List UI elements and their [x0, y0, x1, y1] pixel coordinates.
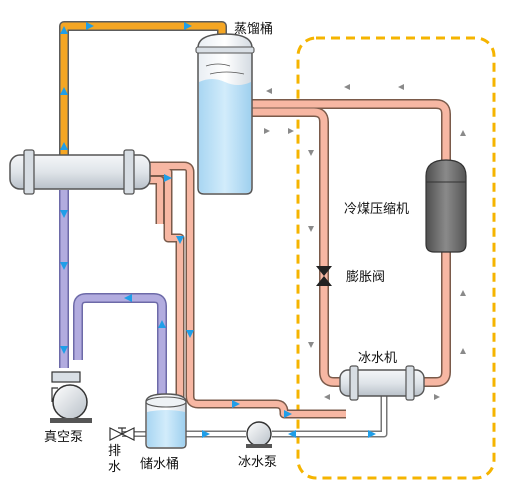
storage-tank	[145, 393, 187, 449]
flow-arrow-icon	[60, 262, 68, 270]
refrigerant-arrow-icon	[324, 394, 330, 400]
flow-arrow-icon	[176, 236, 184, 244]
refrigerant-arrow-icon	[264, 128, 270, 134]
flow-arrow-icon	[288, 430, 296, 438]
refrigerant-arrow-icon	[308, 342, 314, 348]
expansion-valve	[316, 266, 332, 286]
flow-arrow-icon	[202, 430, 210, 438]
refrigerant-arrow-icon	[344, 84, 350, 90]
flow-arrow-icon	[368, 430, 376, 438]
storage-tank-label: 储水桶	[140, 457, 179, 472]
drain-label-line2: 水	[108, 460, 121, 475]
refrigerant-arrow-icon	[308, 150, 314, 156]
chilled-water-pump	[246, 421, 272, 448]
chiller	[339, 365, 425, 401]
flow-arrow-icon	[164, 174, 172, 182]
flow-arrow-icon	[60, 142, 68, 150]
chilled-water-pump-label: 冰水泵	[238, 455, 277, 470]
compressor-label: 冷煤压缩机	[344, 201, 409, 217]
refrigeration-boundary	[296, 36, 496, 480]
refrigerant-arrow-icon	[434, 394, 440, 400]
flow-arrow-icon	[186, 330, 194, 338]
heat-exchanger	[9, 149, 151, 195]
flow-arrow-icon	[232, 400, 240, 408]
refrigerant-arrow-icon	[460, 130, 466, 136]
refrigerant-arrow-icon	[460, 290, 466, 296]
distillation-tank-label: 蒸馏桶	[234, 22, 273, 37]
vacuum-pump-label: 真空泵	[44, 430, 83, 445]
expansion-valve-label: 膨胀阀	[346, 270, 385, 285]
flow-arrow-icon	[60, 210, 68, 218]
flow-arrow-icon	[158, 320, 166, 328]
flow-arrow-icon	[284, 410, 292, 418]
flow-arrows	[60, 22, 376, 438]
refrigerant-compressor	[425, 159, 467, 253]
refrigerant-arrow-icon	[460, 348, 466, 354]
drain-label-line1: 排	[108, 444, 121, 459]
refrigerant-loop	[231, 99, 451, 387]
flow-arrow-icon	[124, 294, 132, 302]
refrigerant-arrow-icon	[288, 128, 294, 134]
vacuum-pump	[50, 371, 92, 423]
refrigerant-arrows	[264, 84, 466, 400]
flow-arrow-icon	[86, 22, 94, 30]
distillation-tank	[195, 33, 255, 195]
refrigerant-arrow-icon	[398, 84, 404, 90]
chiller-label: 冰水机	[358, 351, 397, 366]
flow-arrow-icon	[60, 87, 68, 95]
drain-valve	[109, 427, 135, 441]
refrigerant-arrow-icon	[266, 88, 272, 94]
flow-arrow-icon	[184, 22, 192, 30]
refrigerant-arrow-icon	[308, 226, 314, 232]
flow-arrow-icon	[60, 346, 68, 354]
flow-arrow-icon	[60, 26, 68, 34]
